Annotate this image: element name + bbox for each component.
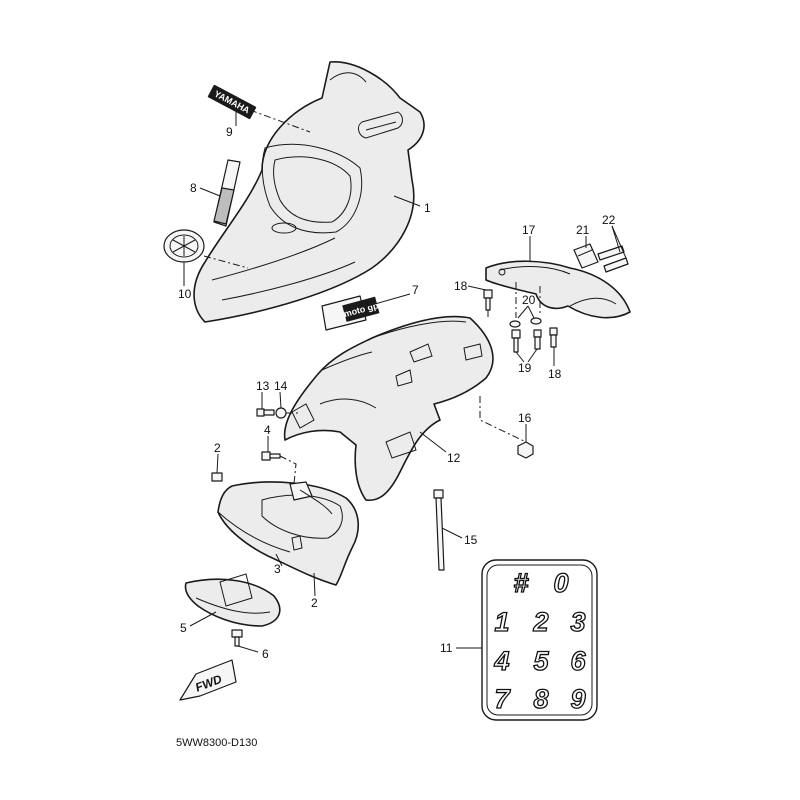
fwd-arrow-icon: FWD: [179, 659, 237, 701]
rear-screw-part[interactable]: [597, 245, 629, 273]
number-glyph: 6: [570, 646, 586, 676]
nut-part[interactable]: [275, 407, 287, 419]
screw-part[interactable]: [261, 451, 281, 461]
number-glyph: 1: [494, 607, 509, 637]
screw-part[interactable]: [511, 329, 521, 353]
number-glyph: 0: [553, 568, 568, 598]
number-glyph: 9: [570, 684, 585, 714]
inner-panel-part[interactable]: [283, 315, 494, 501]
callout-12: 12: [447, 451, 461, 465]
callout-4: 4: [264, 423, 271, 437]
emblem-part[interactable]: [163, 229, 205, 263]
callout-13: 13: [256, 379, 270, 393]
callout-15: 15: [464, 533, 478, 547]
diagram-code: 5WW8300-D130: [176, 737, 257, 749]
yamaha-decal[interactable]: YAMAHA: [207, 84, 257, 120]
number-glyph: 2: [532, 607, 548, 637]
side-stripe-decal[interactable]: [213, 159, 241, 227]
bolt-part[interactable]: [549, 327, 558, 348]
callout-19: 19: [518, 361, 532, 375]
nut-part[interactable]: [211, 472, 223, 482]
number-glyph: 5: [533, 646, 549, 676]
number-glyph: 8: [533, 684, 548, 714]
bolt-part[interactable]: [231, 629, 243, 647]
callout-9: 9: [226, 125, 233, 139]
number-glyph: 7: [494, 684, 511, 714]
callout-16: 16: [518, 411, 532, 425]
screw-part[interactable]: [533, 329, 542, 350]
callout-labels: 1 2 2 3 4 5 6 7 8 9 10 11 12 13 14 15 16…: [178, 125, 616, 661]
cable-tie-part[interactable]: [433, 489, 445, 571]
number-glyph: #: [513, 568, 528, 598]
front-cowl-part[interactable]: [193, 61, 425, 323]
callout-7: 7: [412, 283, 419, 297]
nut-part[interactable]: [517, 441, 534, 459]
washer-part[interactable]: [509, 317, 542, 328]
callout-17: 17: [522, 223, 536, 237]
callout-6: 6: [262, 647, 269, 661]
screw-part[interactable]: [256, 408, 275, 417]
clip-part[interactable]: [573, 243, 599, 269]
callout-22: 22: [602, 213, 616, 227]
motogp-decal[interactable]: moto gp: [321, 295, 381, 331]
bottom-plate-part[interactable]: [184, 573, 281, 627]
callout-20: 20: [522, 293, 536, 307]
callout-5: 5: [180, 621, 187, 635]
callout-3: 3: [274, 562, 281, 576]
callout-18: 18: [454, 279, 468, 293]
number-glyph: 3: [570, 607, 585, 637]
bolt-part[interactable]: [483, 289, 493, 311]
callout-10: 10: [178, 287, 192, 301]
rear-bracket-part[interactable]: [485, 260, 631, 319]
callout-2: 2: [311, 596, 318, 610]
callout-2: 2: [214, 441, 221, 455]
callout-8: 8: [190, 181, 197, 195]
callout-1: 1: [424, 201, 431, 215]
callout-18: 18: [548, 367, 562, 381]
lower-fairing-part[interactable]: [217, 481, 359, 586]
callout-21: 21: [576, 223, 590, 237]
leader-lines: [183, 108, 627, 653]
callout-11: 11: [440, 641, 453, 655]
callout-14: 14: [274, 379, 288, 393]
number-glyph: 4: [493, 646, 509, 676]
